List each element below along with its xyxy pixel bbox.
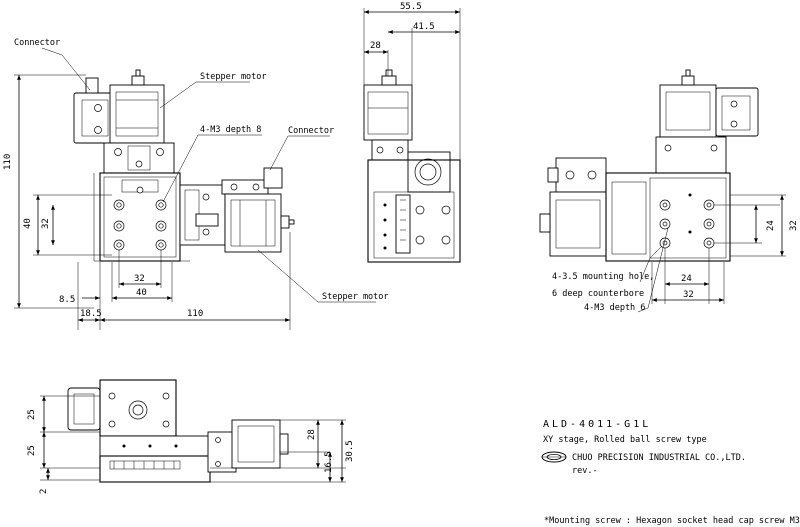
- dim-bottom-25-upper: 25: [27, 409, 37, 420]
- side-view: 55.5 41.5 28: [363, 2, 461, 263]
- mounting-screw-footnote: *Mounting screw : Hexagon socket head ca…: [544, 516, 800, 526]
- dim-front-8-5: 8.5: [59, 295, 75, 305]
- callout-m3-top: 4-M3 depth 8: [200, 125, 261, 135]
- front-view: 110 40 32 32 40 8.5 18.5 110 Connector S…: [3, 38, 389, 330]
- dim-bottom-16-5: 16.5: [324, 451, 334, 473]
- dim-right-24-horizontal: 24: [681, 274, 692, 284]
- right-view: 24 32 24 32 4-3.5 mounting hole, 6 deep …: [539, 69, 799, 313]
- dim-front-40-horizontal: 40: [136, 288, 147, 298]
- dim-front-110-vertical: 110: [3, 154, 13, 170]
- company-logo: [541, 451, 567, 463]
- title-block: ALD-4011-G1L XY stage, Rolled ball screw…: [541, 419, 800, 526]
- callout-m3-right: 4-M3 depth 6: [584, 303, 645, 313]
- dim-front-32-horizontal: 32: [134, 274, 145, 284]
- dim-front-110-horizontal: 110: [187, 309, 203, 319]
- callout-stepper-top: Stepper motor: [200, 72, 267, 82]
- dim-bottom-30-5: 30.5: [345, 440, 355, 462]
- dim-right-24-vertical: 24: [766, 220, 776, 231]
- product-description: XY stage, Rolled ball screw type: [543, 435, 707, 445]
- bottom-view: 25 25 2 28 16.5 30.5: [27, 379, 355, 494]
- dim-side-41-5: 41.5: [413, 22, 435, 32]
- revision: rev.-: [572, 466, 598, 476]
- callout-mount-hole-2: 6 deep counterbore: [552, 289, 644, 299]
- dim-front-18-5: 18.5: [80, 309, 102, 319]
- dim-right-32-vertical: 32: [789, 220, 799, 231]
- callout-connector-mid: Connector: [288, 126, 334, 136]
- model-number: ALD-4011-G1L: [543, 419, 651, 430]
- dim-front-32-vertical: 32: [41, 218, 51, 229]
- company-name: CHUO PRECISION INDUSTRIAL CO.,LTD.: [572, 453, 746, 463]
- dim-bottom-25-lower: 25: [27, 445, 37, 456]
- dim-side-28: 28: [370, 41, 381, 51]
- callout-mount-hole-1: 4-3.5 mounting hole,: [552, 272, 654, 282]
- callout-connector-top: Connector: [14, 38, 60, 48]
- callout-stepper-bottom: Stepper motor: [322, 292, 389, 302]
- dim-right-32-horizontal: 32: [683, 290, 694, 300]
- dim-bottom-28: 28: [307, 429, 317, 440]
- dim-side-55-5: 55.5: [400, 2, 422, 12]
- dim-bottom-2: 2: [39, 489, 49, 494]
- dim-front-40-vertical: 40: [23, 218, 33, 229]
